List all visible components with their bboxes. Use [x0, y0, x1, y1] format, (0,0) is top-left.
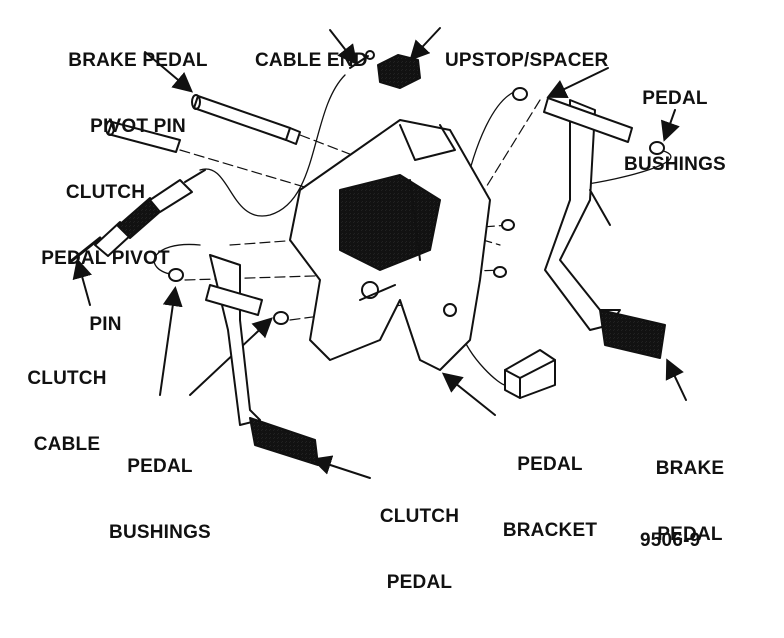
- clutch-pedal-pivot-pin: [105, 120, 181, 153]
- pedal-assembly-diagram: BRAKE PEDAL PIVOT PIN CABLE END UPSTOP/S…: [27, 27, 726, 593]
- label-clutch-cable: CLUTCH CABLE: [27, 368, 107, 455]
- arrow-bushing-bottom-left: [159, 286, 183, 396]
- pedal-bracket-part: [289, 119, 491, 371]
- arrow-cable-end: [329, 29, 358, 66]
- label-cable-end: CABLE END: [255, 50, 368, 71]
- label-upstop-spacer: UPSTOP/SPACER: [445, 50, 609, 71]
- upstop-spacer-part: [377, 54, 421, 89]
- bushing-top-left: [512, 87, 528, 101]
- arrow-bushing-bottom-right: [189, 317, 273, 396]
- bushings: [168, 87, 665, 325]
- clutch-pedal-part: [205, 254, 319, 466]
- label-brake-pedal-pivot-pin: BRAKE PEDAL PIVOT PIN: [68, 50, 208, 137]
- cable-end-part: [349, 50, 375, 69]
- switch-block: [504, 349, 556, 399]
- arrow-bushing-top-right: [660, 109, 680, 142]
- arrow-brake-pivot-pin: [144, 51, 194, 93]
- arrow-clutch-cable: [72, 258, 92, 306]
- arrow-brake-pedal: [665, 358, 687, 401]
- brake-pedal-pivot-pin: [191, 94, 301, 145]
- arrow-upstop-spacer: [409, 27, 441, 61]
- label-pedal-bushings-top: PEDAL BUSHINGS: [624, 88, 726, 175]
- arrow-bushing-top-left: [546, 67, 609, 99]
- leader-arrows: [72, 27, 687, 479]
- label-pedal-bracket: PEDAL BRACKET: [502, 454, 598, 541]
- bushing-top-right: [649, 141, 665, 155]
- label-pedal-bushings-bottom: PEDAL BUSHINGS: [109, 456, 211, 543]
- bushing-bottom-right: [273, 311, 289, 325]
- brake-pedal-part: [543, 97, 666, 359]
- arrow-pedal-bracket: [441, 372, 496, 416]
- clutch-cable-part: [68, 169, 206, 264]
- diagram-artwork: [68, 27, 687, 479]
- arrow-clutch-pedal: [311, 455, 371, 479]
- bushing-bottom-left: [168, 268, 184, 282]
- figure-number: 9506-9: [640, 530, 701, 551]
- label-clutch-pedal-pivot-pin: CLUTCH PEDAL PIVOT PIN: [41, 182, 170, 335]
- label-clutch-pedal: CLUTCH PEDAL: [379, 506, 460, 593]
